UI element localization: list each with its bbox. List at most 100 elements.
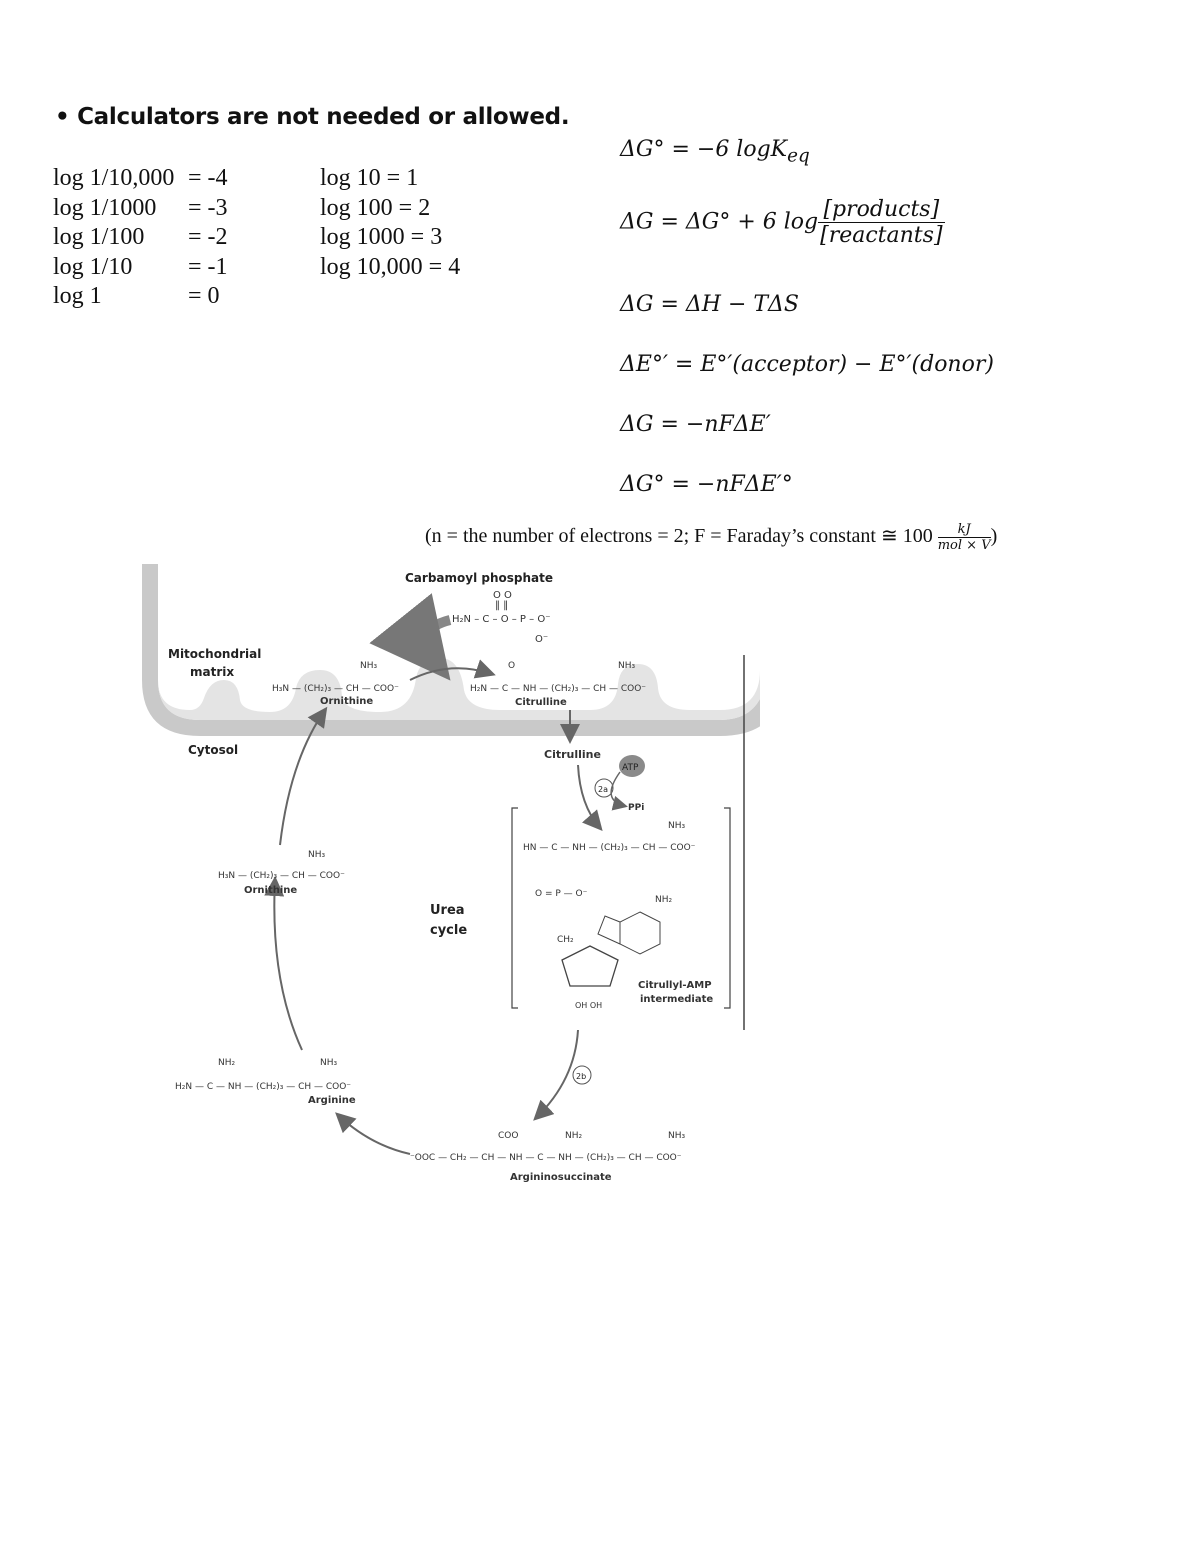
- ornithine-to-citrulline-arrow: [409, 659, 496, 681]
- argininosuccinate-nh3: NH₃: [668, 1131, 686, 1141]
- log-rhs: = 0: [188, 283, 220, 309]
- citrullyl-amp-label: Citrullyl-AMP: [638, 980, 712, 991]
- equation-enthalpy: ΔG = ΔH − TΔS: [620, 292, 799, 317]
- ornithine-matrix-nh3: NH₃: [360, 661, 378, 671]
- log-row: log 1/10,000 = -4: [53, 164, 248, 194]
- note-close: ): [990, 525, 998, 548]
- step-2a-label: 2a: [598, 785, 608, 794]
- carbamoyl-o-minus: O⁻: [535, 634, 548, 645]
- step-2a-arrow: [577, 764, 603, 832]
- atp-badge: [619, 755, 645, 777]
- log-lhs: log 1/10: [53, 253, 133, 280]
- log-lhs: log 1/1000: [53, 194, 157, 221]
- log-rhs: = -1: [188, 253, 228, 280]
- citrulline-matrix-label: Citrulline: [515, 697, 567, 708]
- step-2a-badge: [594, 778, 614, 798]
- unit-numerator: kJ: [937, 522, 991, 538]
- log-lhs: log 1/100: [53, 224, 145, 250]
- ribose-ring: [561, 945, 619, 987]
- log-rhs: = -3: [188, 194, 228, 221]
- mitochondrion-cristae: [158, 564, 760, 720]
- equation-nfe-standard: ΔG° = −nFΔE′°: [620, 472, 793, 497]
- unit-denominator: mol × V: [937, 538, 991, 553]
- citrulline-matrix-nh3: NH₃: [618, 661, 636, 671]
- eq-numerator: [products]: [818, 197, 945, 223]
- intermediate-phosphate: O = P — O⁻: [535, 889, 588, 899]
- eq-text: ΔG = ΔG° + 6 log: [620, 209, 819, 235]
- equation-nfe: ΔG = −nFΔE′: [620, 412, 771, 437]
- label-backdrop: [558, 568, 746, 650]
- cytosol-label: Cytosol: [188, 743, 238, 757]
- eq-text: ΔE°′ = E°′(acceptor) − E°′(donor): [620, 352, 994, 377]
- atp-to-ppi-arrow: [610, 771, 628, 811]
- eq-text: ΔG° = −6 logK: [620, 137, 788, 162]
- citrullyl-amp-label-2: intermediate: [640, 994, 713, 1005]
- ornithine-import-arrow: [279, 706, 328, 846]
- log-row: log 10,000 = 4: [320, 253, 461, 280]
- carbamoyl-oxygens: O O: [493, 590, 512, 601]
- argininosuccinate-to-arginine-arrow: [335, 1112, 411, 1155]
- eq-text: ΔG = ΔH − TΔS: [620, 292, 800, 317]
- log-row: log 1/100 = -2: [53, 223, 248, 253]
- arginine-to-ornithine-arrow: [264, 876, 303, 1051]
- carbamoyl-arrow: [369, 593, 452, 681]
- log-row: log 1/10 = -1: [53, 253, 248, 283]
- atp-label: ATP: [622, 763, 639, 773]
- argininosuccinate-label: Argininosuccinate: [510, 1172, 612, 1183]
- faraday-note: (n = the number of electrons = 2; F = Fa…: [425, 522, 997, 553]
- ribose-oh: OH OH: [575, 1001, 602, 1010]
- carbamoyl-bonds: ‖ ‖: [495, 600, 508, 611]
- intermediate-nh2: NH₂: [655, 895, 673, 905]
- citrulline-cytosol-label: Citrulline: [544, 748, 601, 761]
- log-row: log 1000 = 3: [320, 224, 443, 250]
- eq-text: ΔG = −nFΔE′: [620, 412, 771, 437]
- equation-keq: ΔG° = −6 logKeq: [620, 137, 810, 166]
- urea-cycle-label: Urea: [430, 903, 465, 918]
- ornithine-cytosol-nh3: NH₃: [308, 850, 326, 860]
- log-row: log 10 = 1: [320, 165, 419, 191]
- step-2b-label: 2b: [576, 1072, 586, 1081]
- log-rhs: = -4: [188, 165, 228, 191]
- intermediate-structure: HN — C — NH — (CH₂)₃ — CH — COO⁻: [523, 843, 696, 853]
- eq-denominator: [reactants]: [820, 223, 943, 248]
- step-2b-arrow: [533, 1029, 579, 1121]
- mito-matrix-label: Mitochondrial: [168, 647, 261, 661]
- ppi-label: PPi: [628, 803, 644, 813]
- carbamoyl-phosphate-label: Carbamoyl phosphate: [405, 571, 553, 585]
- log-row: log 1/1000 = -3: [53, 194, 248, 224]
- arginine-label: Arginine: [308, 1095, 356, 1106]
- headline: • Calculators are not needed or allowed.: [55, 104, 570, 130]
- ornithine-cytosol-structure: H₃N — (CH₂)₃ — CH — COO⁻: [218, 871, 345, 881]
- log-table-right: log 10 = 1 log 100 = 2 log 1000 = 3 log …: [320, 164, 460, 282]
- log-lhs: log 1: [53, 283, 102, 309]
- equation-redox: ΔE°′ = E°′(acceptor) − E°′(donor): [620, 352, 994, 377]
- ornithine-matrix-label: Ornithine: [320, 696, 373, 707]
- adenine-ring: [597, 911, 661, 955]
- log-table-left: log 1/10,000 = -4 log 1/1000 = -3 log 1/10…: [53, 164, 248, 312]
- eq-fraction: [products][reactants]: [818, 197, 945, 248]
- log-rhs: = -2: [188, 224, 228, 250]
- step-2b-badge: [572, 1065, 592, 1085]
- arginine-structure: H₂N — C — NH — (CH₂)₃ — CH — COO⁻: [175, 1082, 351, 1092]
- intermediate-bracket-left: [511, 807, 518, 1009]
- mito-matrix-label-2: matrix: [190, 665, 234, 679]
- argininosuccinate-nh2: NH₂: [565, 1131, 583, 1141]
- intermediate-ch2: CH₂: [557, 935, 574, 945]
- eq-text: ΔG° = −nFΔE′°: [620, 472, 793, 497]
- ornithine-matrix-structure: H₃N — (CH₂)₃ — CH — COO⁻: [272, 684, 399, 694]
- intermediate-bracket-right: [724, 807, 731, 1009]
- urea-cycle-label-2: cycle: [430, 923, 467, 938]
- urea-cycle-diagram: Carbamoyl phosphate H₂N – C – O – P – O⁻…: [142, 564, 760, 1183]
- log-row: log 1 = 0: [53, 282, 248, 312]
- ornithine-cytosol-label: Ornithine: [244, 885, 297, 896]
- citrulline-matrix-structure: H₂N — C — NH — (CH₂)₃ — CH — COO⁻: [470, 684, 646, 694]
- arginine-nh3: NH₃: [320, 1058, 338, 1068]
- log-lhs: log 1/10,000: [53, 165, 175, 191]
- citrulline-matrix-o: O: [508, 661, 515, 671]
- arginine-nh2: NH₂: [218, 1058, 236, 1068]
- intermediate-nh3: NH₃: [668, 821, 686, 831]
- argininosuccinate-structure: ⁻OOC — CH₂ — CH — NH — C — NH — (CH₂)₃ —…: [410, 1153, 682, 1163]
- equation-delta-g: ΔG = ΔG° + 6 log[products][reactants]: [620, 197, 945, 248]
- eq-subscript: eq: [787, 145, 810, 167]
